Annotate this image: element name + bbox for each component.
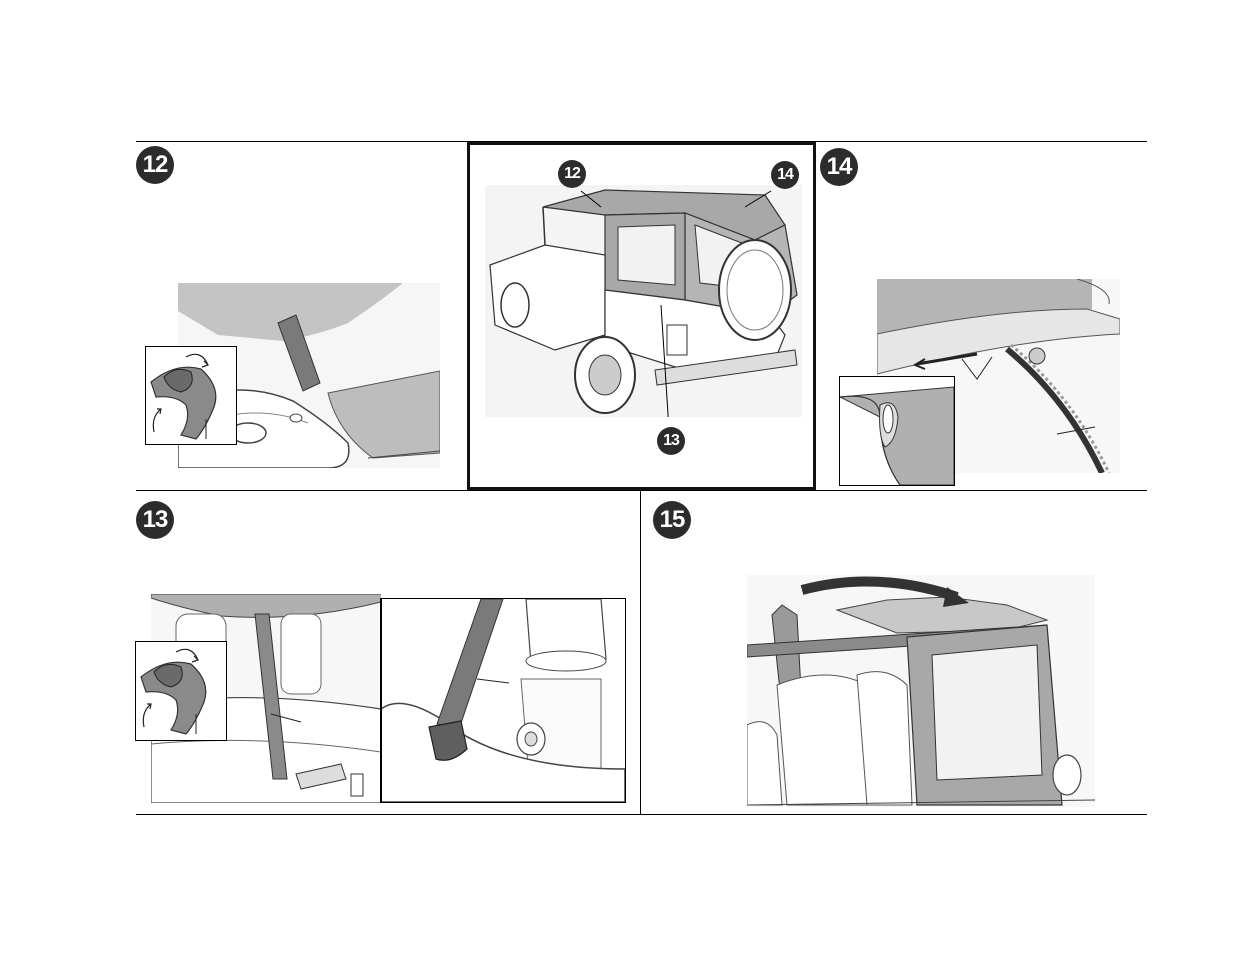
step-13-inset-detail [380, 598, 626, 803]
step-12-inset [145, 346, 237, 445]
step-14-badge: 14 [820, 148, 858, 186]
step-15-illustration [747, 575, 1095, 807]
step-12-badge: 12 [136, 146, 174, 184]
step-14-inset [839, 376, 955, 486]
overview-callout-14: 14 [771, 161, 799, 189]
step-13-inset-strap [135, 641, 227, 741]
overview-callout-12: 12 [558, 160, 586, 188]
step-15-badge: 15 [653, 501, 691, 539]
overview-callout-13: 13 [657, 427, 685, 455]
bottom-rule [136, 814, 1147, 815]
jeep-overview-illustration [485, 185, 802, 417]
step-13-badge: 13 [136, 501, 174, 539]
